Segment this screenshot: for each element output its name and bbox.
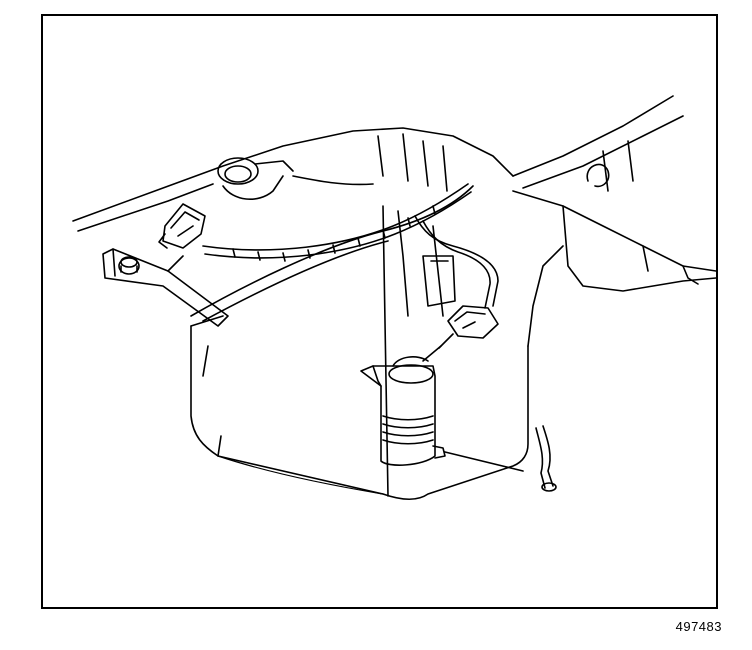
harness-connector — [158, 203, 206, 249]
mounting-bracket — [102, 248, 229, 327]
wiring-harness — [202, 175, 499, 309]
mounting-bolt — [118, 256, 140, 275]
reservoir-tank — [190, 185, 564, 501]
washer-pump — [360, 356, 446, 466]
tank-bottom-contour — [217, 455, 384, 495]
body-panel — [72, 95, 716, 292]
washer-hose — [444, 425, 557, 492]
connector-leader — [422, 345, 442, 362]
diagram-frame — [41, 14, 718, 609]
figure-number: 497483 — [675, 619, 722, 634]
fill-neck — [217, 157, 294, 200]
panel-hook — [586, 163, 610, 188]
washer-reservoir-drawing — [72, 95, 716, 501]
tank-recess — [422, 255, 456, 307]
pump-connector — [438, 305, 499, 349]
